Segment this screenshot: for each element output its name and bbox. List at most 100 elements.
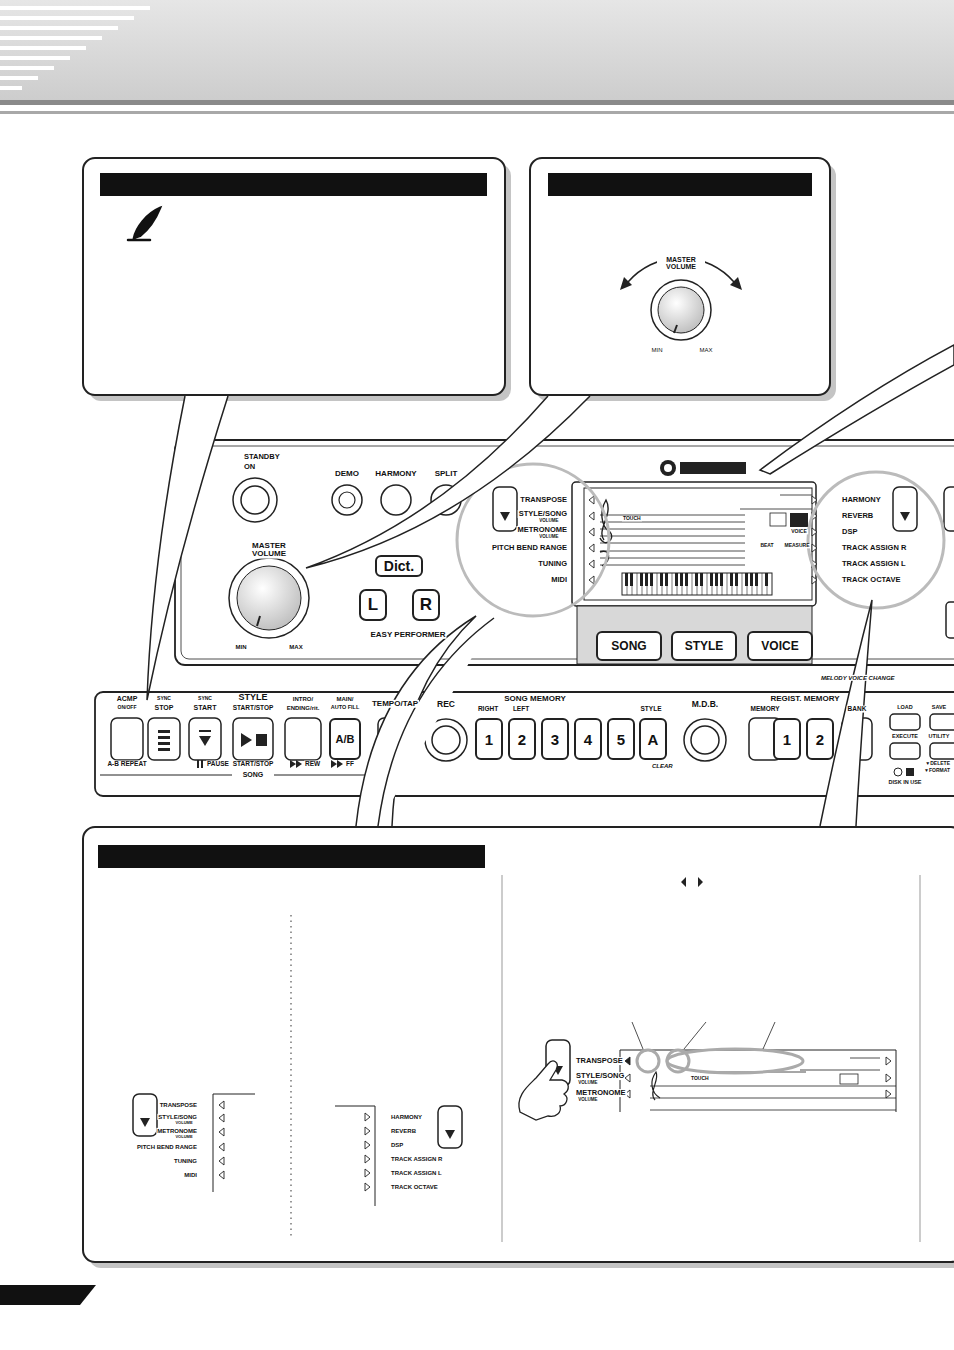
panel-label: MIN [651,347,664,353]
panel-label: METRONOME [516,526,568,534]
indicator-arrow [812,496,817,504]
black-key [765,573,768,586]
key-line [727,573,728,595]
panel-label: SPLIT [434,470,459,478]
button-label: A/B [336,733,355,745]
key-line [757,573,758,595]
panel-label: STYLE/SONG [157,1114,198,1120]
indicator-arrow [589,496,594,504]
panel-label: MAIN/ [336,696,355,702]
panel-label: TRANSPOSE [575,1057,624,1065]
panel-label: TRANSPOSE [159,1102,198,1108]
black-key [660,573,663,586]
key-line [732,573,733,595]
key-line [662,573,663,595]
button-label: 3 [551,731,559,748]
panel-label: TUNING [537,560,568,568]
header-stripe [0,6,150,10]
panel-label: STYLE [640,706,663,713]
panel-button: 4 [574,718,602,760]
indicator-arrow [219,1171,224,1179]
indicator-arrow [812,528,817,536]
indicator-arrow [365,1183,370,1191]
header-stripe [0,76,38,80]
panel-button: SONG [596,631,662,661]
panel-button: STYLE [671,631,737,661]
key-line [692,573,693,595]
black-key [675,573,678,586]
panel-button: 2 [508,718,536,760]
key-line [642,573,643,595]
indicator-arrow [589,528,594,536]
black-key [665,573,668,586]
key-line [632,573,633,595]
panel-button: L [359,589,387,621]
button-label: Dict. [384,558,414,574]
key-line [657,573,658,595]
panel-label: STYLE [237,693,268,702]
panel-label: MEMORY [749,706,780,713]
key-line [652,573,653,595]
key-line [687,573,688,595]
key-line [762,573,763,595]
panel-button: 3 [541,718,569,760]
black-key [735,573,738,586]
black-key [710,573,713,586]
panel-label: MAX [288,644,303,650]
panel-label: HARMONY [390,1114,423,1120]
key-line [742,573,743,595]
panel-label: TEMPO/TAP [371,700,419,708]
indicator-arrow [589,512,594,520]
panel-label: BEAT [759,543,774,548]
black-key [745,573,748,586]
panel-label: TRACK ASSIGN R [841,544,907,552]
panel-label: SONG MEMORY [503,695,566,703]
panel-label: SONG [242,771,265,778]
header-stripe [0,46,86,50]
button-label: 1 [485,731,493,748]
key-line [647,573,648,595]
panel-label: TRACK ASSIGN R [390,1156,443,1162]
panel-label: REVERB [841,512,874,520]
panel-label: PITCH BEND RANGE [136,1144,198,1150]
panel-label: METRONOME [156,1128,198,1134]
key-line [767,573,768,595]
panel-label: VOLUME [538,535,559,540]
panel-label: EXECUTE [891,734,919,740]
panel-button: A/B [329,718,361,760]
panel-label: VOLUME [174,1121,193,1125]
black-key [730,573,733,586]
indicator-arrow [886,1074,891,1082]
header-stripe [0,56,70,60]
button-label: 2 [816,731,824,748]
panel-label: AUTO FILL [330,705,361,711]
panel-label: TRACK OCTAVE [390,1184,439,1190]
panel-button: 1 [475,718,503,760]
panel-label: ▼FORMAT [923,768,951,773]
indicator-arrow [625,1074,630,1082]
header-stripe [0,16,134,20]
panel-label: MELODY VOICE CHANGE [820,675,896,681]
indicator-arrow [219,1114,224,1122]
panel-label: CLEAR [651,763,674,769]
panel-button: VOICE [747,631,813,661]
panel-label: MASTER VOLUME [242,542,296,559]
panel-button: 1 [773,718,801,760]
panel-label: TOUCH [622,516,642,521]
indicator-arrow [365,1169,370,1177]
panel-label: M.D.B. [691,700,719,709]
black-key [720,573,723,586]
button-label: SONG [611,639,646,653]
key-line [702,573,703,595]
panel-label: DSP [841,528,858,536]
panel-label: TRACK ASSIGN L [841,560,906,568]
panel-label: RIGHT [477,706,499,713]
button-label: A [648,731,659,748]
panel-label: HARMONY [841,496,882,504]
panel-label: TOUCH [690,1076,710,1081]
indicator-arrow [365,1113,370,1121]
indicator-arrow [886,1090,891,1098]
panel-label: FF [345,761,355,768]
button-label: 1 [783,731,791,748]
